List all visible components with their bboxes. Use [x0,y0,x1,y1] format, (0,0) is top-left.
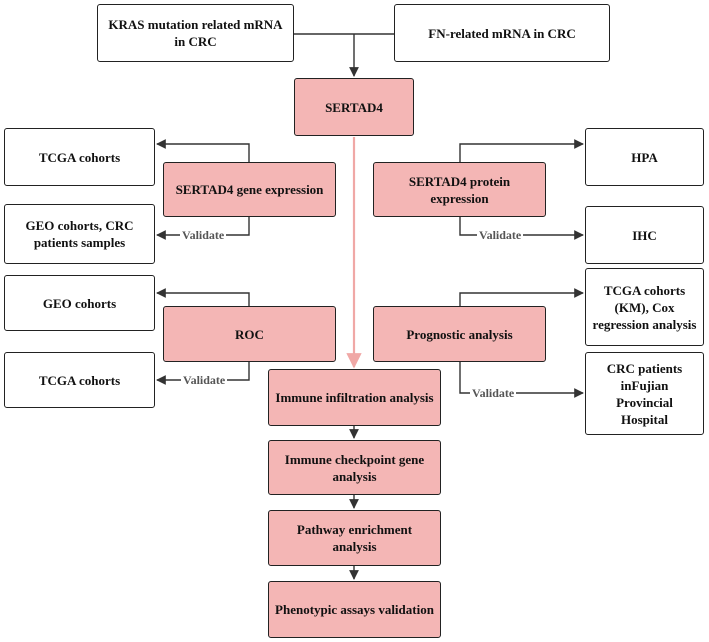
validate-label: Validate [477,228,524,242]
node-ihc: IHC [585,206,704,264]
node-immune-checkpoint: Immune checkpoint gene analysis [268,440,441,495]
node-gene-expression: SERTAD4 gene expression [163,162,336,217]
edge-roc-geo [156,288,250,306]
node-tcga-left-2: TCGA cohorts [4,352,155,408]
node-tcga-left-1: TCGA cohorts [4,128,155,186]
node-geo-left: GEO cohorts [4,275,155,331]
validate-label: Validate [470,386,517,400]
node-kras: KRAS mutation related mRNA in CRC [97,4,294,62]
edge-prog-crc [459,362,584,398]
node-protein-expression: SERTAD4 protein expression [373,162,546,217]
node-prognostic: Prognostic analysis [373,306,546,362]
node-sertad4: SERTAD4 [294,78,414,136]
validate-label: Validate [181,373,228,387]
node-fn: FN-related mRNA in CRC [394,4,610,62]
edge-protein-hpa [459,139,584,162]
node-phenotypic: Phenotypic assays validation [268,581,441,638]
edge-prog-tcga [459,288,584,306]
edge-protein-ihc [459,217,584,240]
node-pathway: Pathway enrichment analysis [268,510,441,566]
node-geo-crc: GEO cohorts, CRC patients samples [4,204,155,264]
node-roc: ROC [163,306,336,362]
node-hpa: HPA [585,128,704,186]
node-crc-fujian: CRC patients inFujian Provincial Hospita… [585,352,704,435]
validate-label: Validate [180,228,227,242]
edge-gene-tcga [156,139,250,162]
node-immune-infiltration: Immune infiltration analysis [268,369,441,426]
node-tcga-km: TCGA cohorts (KM), Cox regression analys… [585,268,704,346]
